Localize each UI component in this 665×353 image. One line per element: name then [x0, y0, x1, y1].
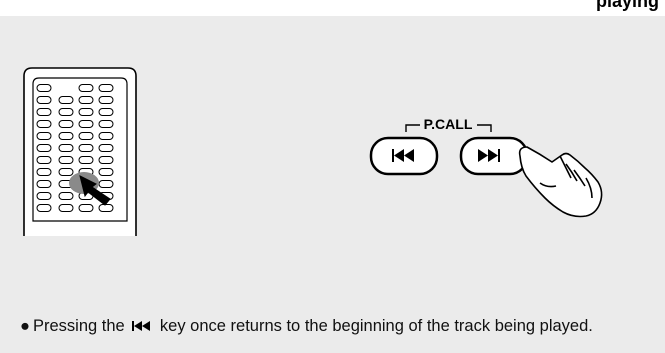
remote-control-icon — [23, 67, 137, 236]
remote-button — [58, 108, 74, 116]
section-title: playing — [595, 0, 659, 11]
remote-button — [36, 120, 52, 128]
instruction-part-2: key once returns to the beginning of the… — [159, 317, 593, 335]
remote-button — [78, 108, 94, 116]
page-header: playing — [0, 0, 665, 16]
remote-button — [98, 156, 114, 164]
remote-button — [36, 168, 52, 176]
remote-button — [58, 120, 74, 128]
remote-button — [98, 84, 114, 92]
remote-button — [58, 132, 74, 140]
remote-button — [36, 108, 52, 116]
remote-button — [58, 168, 74, 176]
pcall-label-group: P.CALL — [405, 116, 492, 132]
pcall-label: P.CALL — [424, 116, 473, 132]
bullet: ● — [20, 317, 30, 335]
remote-button — [58, 156, 74, 164]
remote-button — [58, 96, 74, 104]
remote-button — [36, 204, 52, 212]
remote-button — [98, 168, 114, 176]
remote-button — [98, 144, 114, 152]
remote-button — [98, 180, 114, 188]
remote-button — [36, 180, 52, 188]
illustration: P.CALL — [23, 67, 603, 236]
remote-button — [98, 108, 114, 116]
remote-button — [98, 96, 114, 104]
remote-button — [36, 144, 52, 152]
remote-button — [98, 204, 114, 212]
remote-button — [78, 84, 94, 92]
remote-button — [78, 132, 94, 140]
remote-button — [58, 192, 74, 200]
remote-button — [78, 156, 94, 164]
skip-back-icon — [392, 149, 414, 162]
instruction-part-1: Pressing the — [33, 317, 125, 335]
remote-button — [98, 120, 114, 128]
remote-button — [36, 192, 52, 200]
remote-button — [58, 204, 74, 212]
instruction-text: ●Pressing the key once returns to the be… — [20, 316, 645, 336]
remote-button — [78, 204, 94, 212]
skip-forward-key — [459, 136, 529, 176]
skip-back-key — [369, 136, 439, 176]
remote-button — [78, 96, 94, 104]
pointing-hand-icon — [518, 146, 603, 218]
illustration-panel: P.CALL — [0, 16, 665, 353]
remote-button — [78, 144, 94, 152]
remote-button — [36, 156, 52, 164]
remote-button — [36, 96, 52, 104]
skip-forward-icon — [478, 149, 500, 162]
remote-button — [58, 144, 74, 152]
remote-button — [78, 120, 94, 128]
skip-back-icon — [132, 321, 151, 331]
remote-button — [98, 132, 114, 140]
remote-button — [36, 132, 52, 140]
remote-button — [36, 84, 52, 92]
